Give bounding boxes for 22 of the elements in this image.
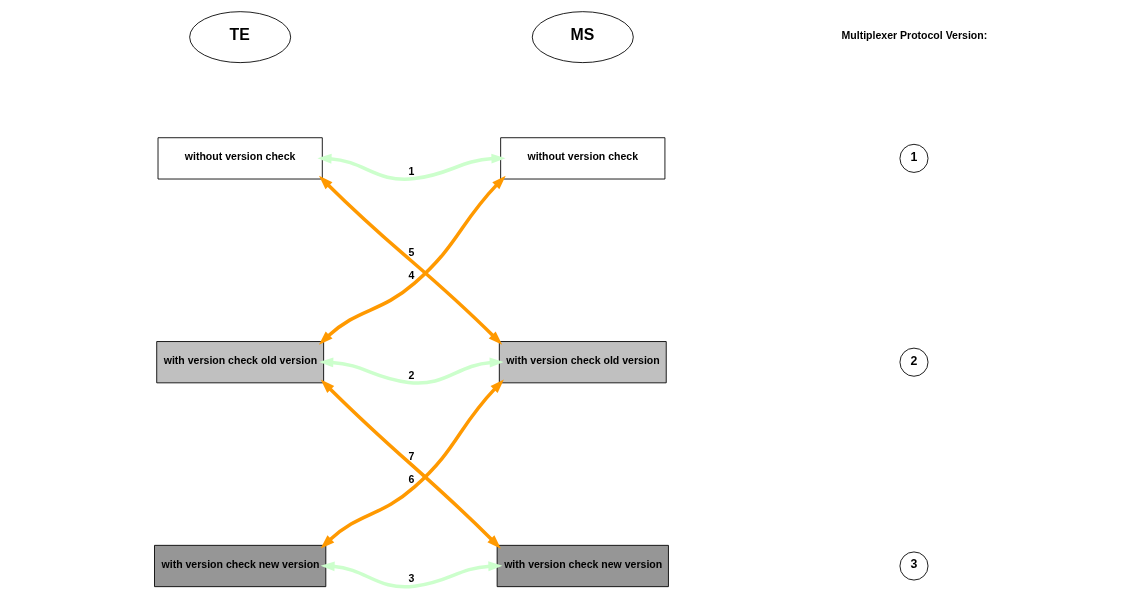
- arrow: [316, 153, 506, 181]
- node-box: without version check: [499, 137, 665, 180]
- node-box: with version check old version: [155, 341, 324, 384]
- node-circle: 3: [899, 551, 928, 581]
- edge-label: 7: [407, 450, 414, 463]
- edge-label: 5: [407, 246, 414, 259]
- node-ellipse: MS: [531, 11, 634, 64]
- edge-label: 3: [407, 572, 414, 585]
- edge-label: 6: [407, 473, 414, 486]
- node-ellipse: TE: [188, 11, 291, 64]
- edge-label: 1: [407, 164, 414, 177]
- node-box: with version check new version: [496, 544, 669, 588]
- node-box: with version check new version: [153, 544, 326, 588]
- arrow: [318, 357, 504, 385]
- node-circle: 2: [899, 347, 928, 377]
- arrow: [320, 561, 502, 589]
- edge-label: 2: [407, 368, 414, 381]
- label: Multiplexer Protocol Version:: [841, 28, 987, 41]
- node-box: with version check old version: [498, 341, 667, 384]
- node-box: without version check: [157, 137, 323, 180]
- edge-label: 4: [407, 269, 414, 282]
- node-circle: 1: [899, 143, 928, 173]
